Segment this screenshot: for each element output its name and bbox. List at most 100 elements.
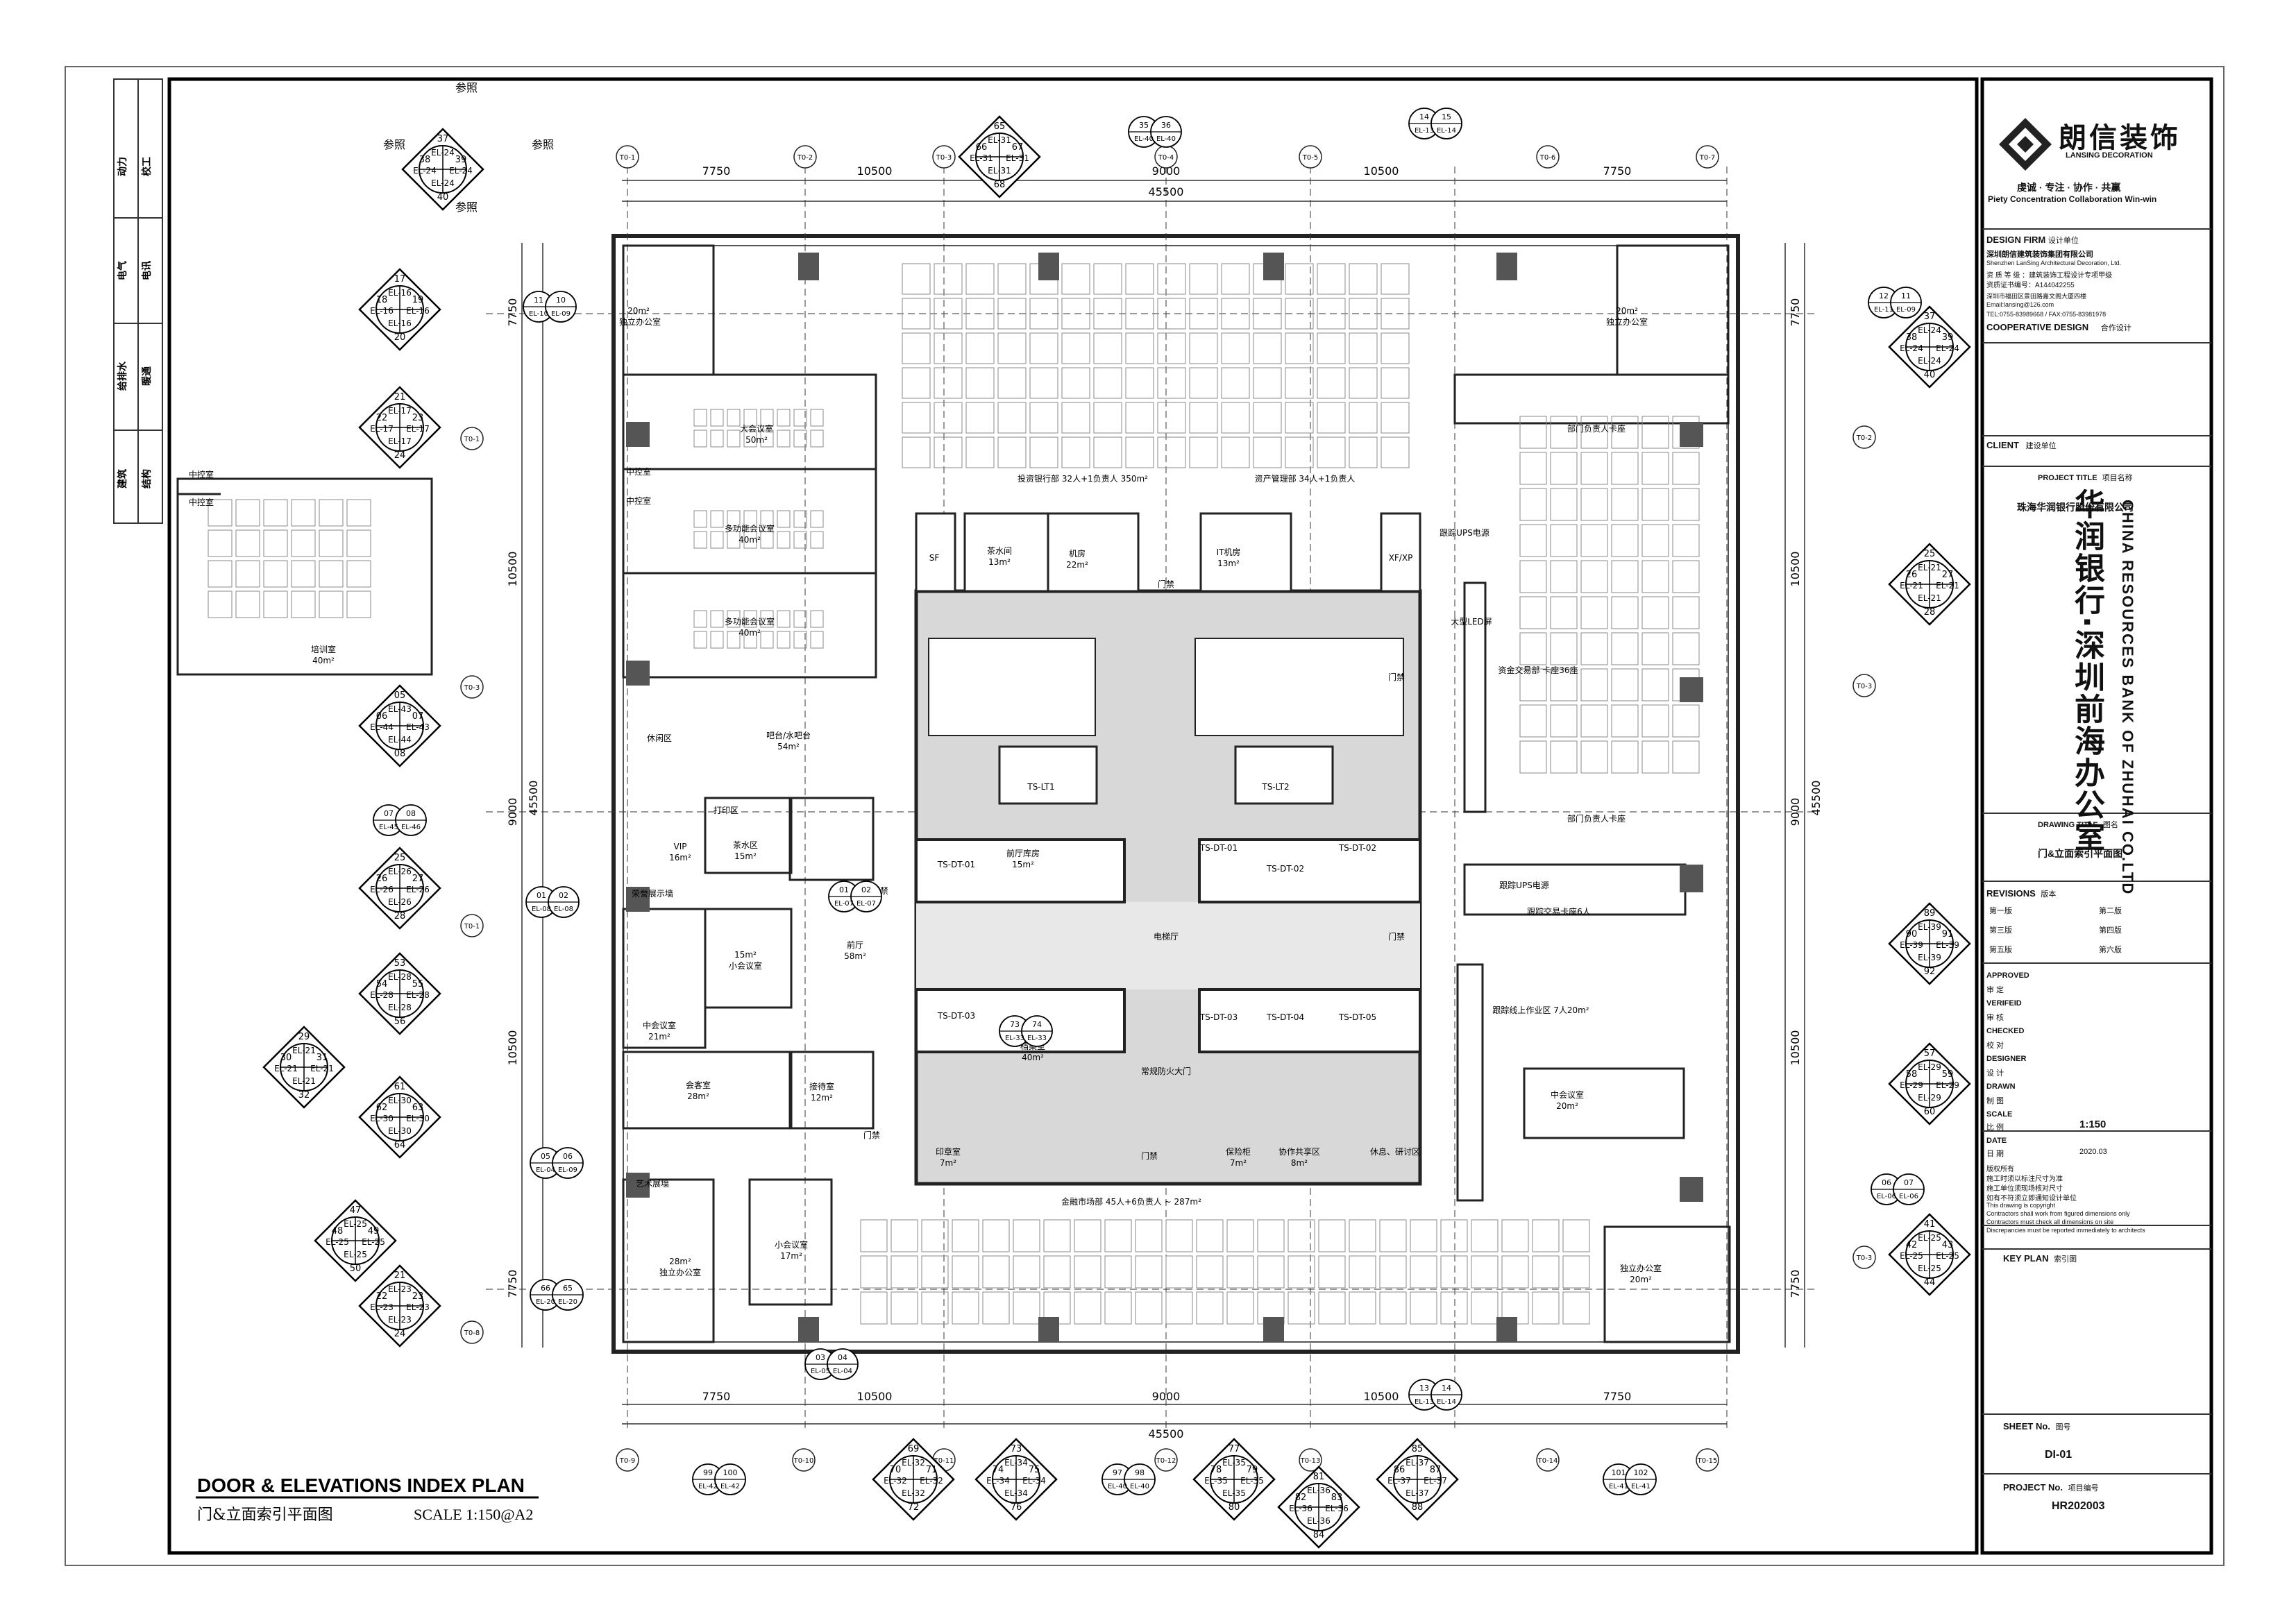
door-marker-code: EL-40: [1134, 135, 1154, 143]
workstation-desk: [1135, 1219, 1163, 1252]
room-label: 40m²: [312, 656, 335, 665]
marker-code: EL-24: [1936, 343, 1959, 353]
workstation-desk: [902, 332, 931, 364]
workstation-desk: [1093, 436, 1122, 468]
door-marker-code: EL-42: [720, 1483, 740, 1490]
room-label: 15m²: [734, 950, 757, 960]
marker-code: EL-23: [388, 1315, 412, 1325]
door-marker-code: EL-40: [1108, 1483, 1127, 1490]
workstation-desk: [810, 631, 824, 649]
grid-tag-label: T0-3: [936, 154, 952, 162]
room-label: 门禁: [1141, 1150, 1158, 1161]
room-label: 16m²: [669, 853, 691, 863]
room-label: 门禁: [863, 1130, 880, 1140]
workstation-desk: [1317, 367, 1346, 399]
marker-number: 29: [298, 1032, 310, 1042]
room-label: SF: [929, 553, 940, 563]
room-label: 门禁: [1158, 579, 1174, 589]
discipline-label: 电气: [117, 261, 128, 280]
marker-number: 21: [394, 1271, 406, 1281]
workstation-desk: [1519, 740, 1547, 774]
workstation-desk: [743, 631, 757, 649]
room-label: 50m²: [745, 435, 768, 445]
workstation-desk: [793, 409, 807, 427]
marker-code: EL-32: [920, 1476, 943, 1486]
grid-tag-label: T0-2: [797, 154, 813, 162]
workstation-desk: [319, 560, 344, 588]
room-label: 多功能会议室: [725, 616, 775, 627]
room-label: 资产管理部 34人+1负责人: [1255, 473, 1356, 484]
key-plan-label: KEY PLAN 索引图: [2003, 1253, 2077, 1264]
discipline-label: 动力: [117, 157, 128, 176]
door-marker-number: 10: [556, 296, 566, 305]
top-dimension-line: [622, 180, 1727, 202]
workstation-desk: [1189, 436, 1218, 468]
marker-code: EL-17: [388, 406, 412, 416]
workstation-desk: [1074, 1255, 1101, 1289]
dimension-segment: 10500: [1789, 552, 1802, 587]
marker-code: EL-29: [1918, 1093, 1941, 1103]
marker-number: 74: [993, 1465, 1004, 1475]
marker-number: 18: [376, 295, 388, 305]
grid-tag-bubble: [1696, 1448, 1719, 1472]
workstation-desk: [1519, 524, 1547, 557]
checked-cn: 校 对: [1986, 1042, 2004, 1050]
door-marker-code: EL-42: [698, 1483, 718, 1490]
workstation-desk: [208, 560, 233, 588]
structural-columns: [626, 253, 1703, 1342]
date-label: DATE: [1986, 1137, 2007, 1145]
marker-code: EL-37: [1387, 1476, 1411, 1486]
grid-tag-label: T0-3: [1856, 1255, 1872, 1262]
bottom-dimension-line: [622, 1404, 1727, 1425]
coop-label: COOPERATIVE DESIGN 合作设计: [1986, 322, 2132, 332]
marker-code: EL-39: [1900, 940, 1923, 950]
grid-tag-bubble: [932, 145, 956, 169]
marker-number: 63: [412, 1103, 424, 1113]
client-label: CLIENT 建设单位: [1986, 440, 2057, 450]
workstation-desk: [1285, 367, 1314, 399]
marker-number: 79: [1247, 1465, 1258, 1475]
workstation-desk: [860, 1219, 888, 1252]
workstation-desk: [1611, 452, 1639, 485]
room-label: 中控室: [189, 469, 214, 479]
marker-number: 49: [368, 1226, 380, 1237]
marker-number: 26: [1906, 570, 1918, 580]
door-marker-number: 06: [1882, 1178, 1891, 1187]
grid-tag-bubble: [793, 145, 817, 169]
workstation-desk: [1093, 263, 1122, 295]
marker-code: EL-28: [388, 1003, 412, 1012]
dimension-segment: 10500: [506, 552, 519, 587]
workstation-desk: [1226, 1291, 1254, 1325]
date-cn: 日 期: [1986, 1150, 2004, 1158]
door-marker-number: 02: [861, 885, 871, 894]
workstation-desk: [1501, 1219, 1529, 1252]
room-label: 前厅: [847, 940, 863, 950]
door-marker-code: EL-05: [811, 1368, 830, 1375]
workstation-desk: [1253, 436, 1282, 468]
room-label: 跟踪交易卡座6人: [1527, 906, 1591, 917]
plan-title-cn: 门&立面索引平面图: [197, 1506, 333, 1524]
door-marker-code: EL-45: [379, 824, 398, 831]
marker-number: 25: [1924, 549, 1936, 559]
door-marker-number: 66: [541, 1284, 550, 1293]
room-label: 中控室: [626, 495, 651, 506]
marker-code: EL-31: [970, 153, 993, 163]
workstation-desk: [235, 560, 260, 588]
workstation-desk: [743, 510, 757, 528]
workstation-desk: [1641, 452, 1669, 485]
marker-number: 70: [890, 1465, 902, 1475]
dimension-segment: 7750: [1603, 164, 1632, 178]
door-marker-code: EL-04: [536, 1166, 555, 1174]
room-label: 8m²: [1291, 1158, 1308, 1168]
workstation-desk: [1379, 1255, 1407, 1289]
note-1: 版权所有: [1986, 1166, 2014, 1173]
door-marker-number: 13: [1419, 1384, 1429, 1393]
workstation-desk: [263, 590, 288, 618]
